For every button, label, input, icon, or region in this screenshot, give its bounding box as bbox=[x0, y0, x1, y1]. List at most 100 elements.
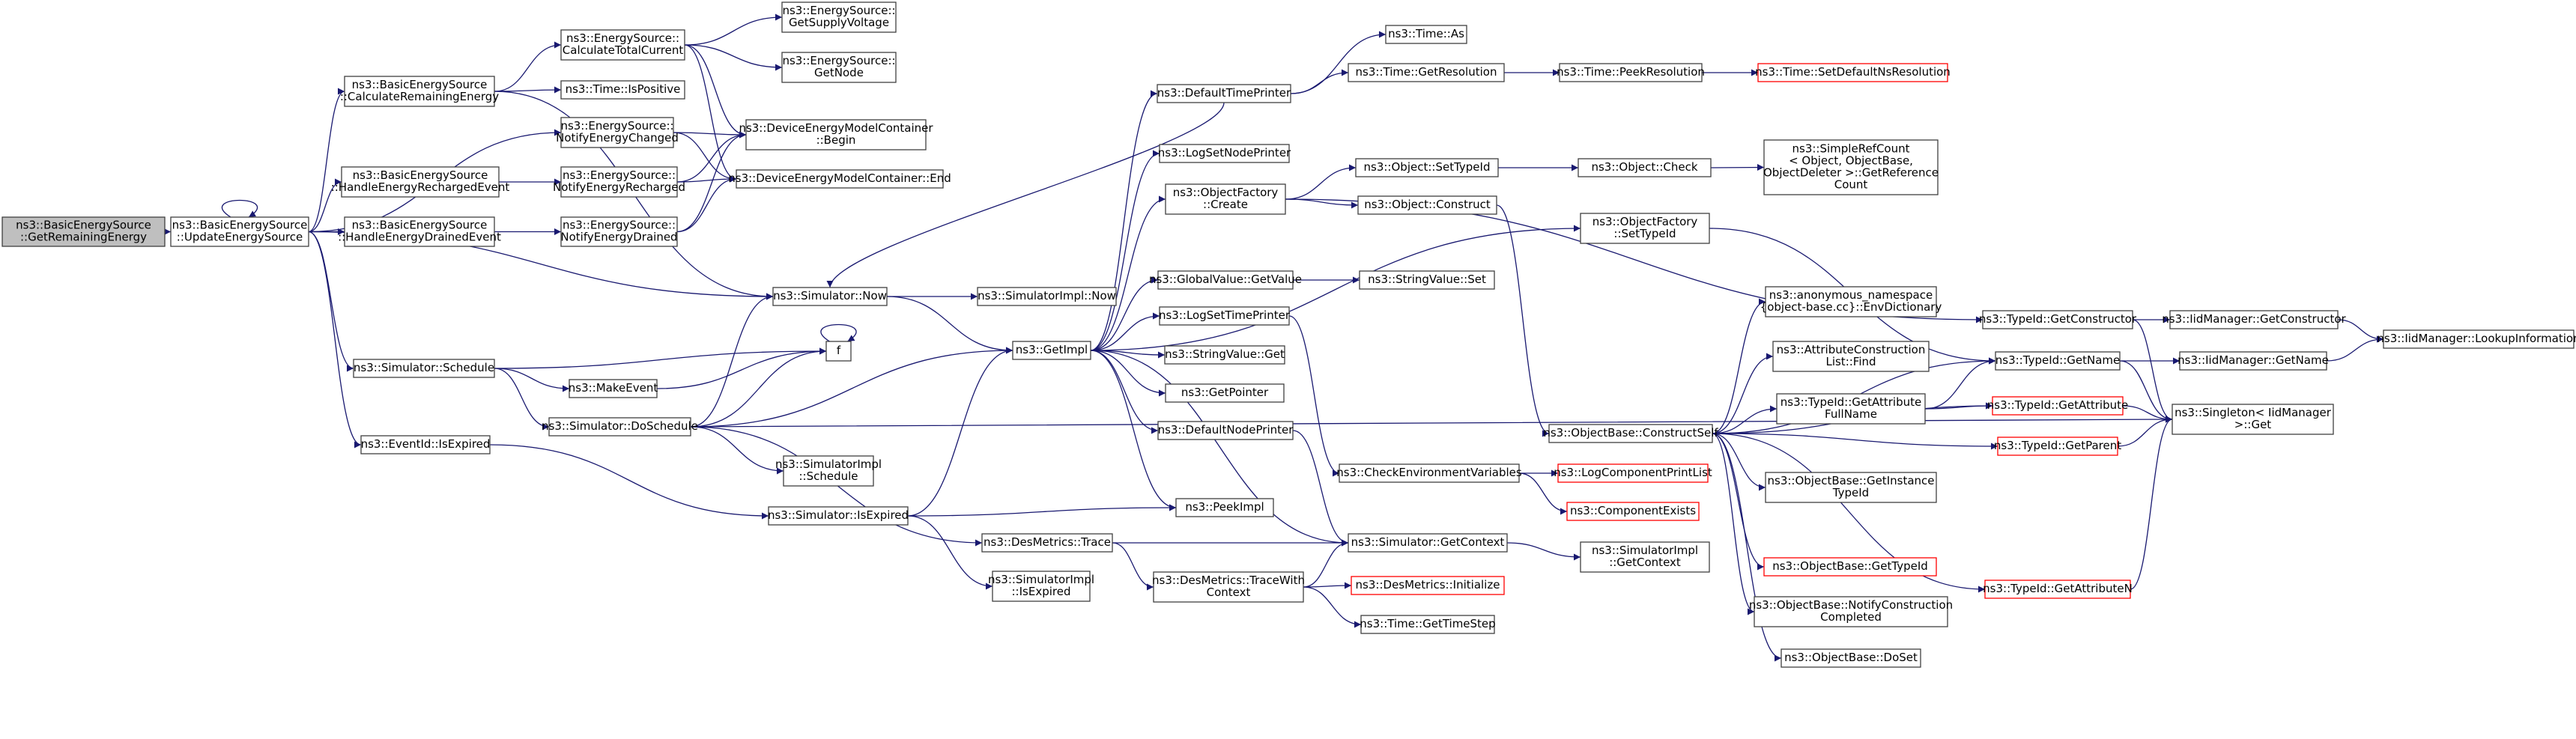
function-node[interactable]: ns3::Time::PeekResolution bbox=[1557, 63, 1705, 82]
function-node[interactable]: ns3::SimpleRefCount< Object, ObjectBase,… bbox=[1763, 139, 1939, 195]
function-node[interactable]: ns3::DefaultTimePrinter bbox=[1157, 84, 1291, 103]
call-edge bbox=[1090, 350, 1177, 511]
function-node-label: ns3::DefaultTimePrinter bbox=[1157, 86, 1291, 100]
function-node[interactable]: ns3::IidManager::LookupInformation bbox=[2377, 329, 2576, 349]
function-node[interactable]: ns3::ObjectBase::NotifyConstructionCompl… bbox=[1749, 596, 1953, 627]
function-node[interactable]: ns3::TypeId::GetParent bbox=[1994, 437, 2121, 456]
function-node[interactable]: ns3::SimulatorImpl::Now bbox=[977, 287, 1117, 306]
function-node[interactable]: ns3::EnergySource::NotifyEnergyRecharged bbox=[553, 166, 685, 198]
function-node-label: ns3::LogSetNodePrinter bbox=[1158, 146, 1291, 159]
function-node[interactable]: ns3::TypeId::GetAttribute bbox=[1987, 396, 2128, 416]
function-node[interactable]: ns3::IidManager::GetName bbox=[2178, 351, 2329, 371]
function-node[interactable]: ns3::ObjectBase::DoSet bbox=[1781, 648, 1921, 668]
function-node[interactable]: ns3::Simulator::Now bbox=[772, 287, 888, 306]
function-node[interactable]: ns3::LogSetNodePrinter bbox=[1158, 144, 1291, 163]
function-node[interactable]: ns3::LogSetTimePrinter bbox=[1159, 306, 1291, 326]
call-edge bbox=[308, 231, 362, 448]
function-node[interactable]: ns3::SimulatorImpl::GetContext bbox=[1580, 541, 1710, 573]
function-node[interactable]: ns3::Simulator::Schedule bbox=[353, 359, 495, 378]
function-node[interactable]: ns3::ObjectFactory::SetTypeId bbox=[1580, 213, 1710, 244]
function-node[interactable]: ns3::TypeId::GetAttributeN bbox=[1983, 580, 2133, 599]
function-node[interactable]: ns3::EnergySource::NotifyEnergyChanged bbox=[556, 117, 679, 148]
function-node[interactable]: ns3::PeekImpl bbox=[1175, 498, 1274, 517]
function-node[interactable]: ns3::EventId::IsExpired bbox=[360, 435, 491, 454]
function-node[interactable]: ns3::Time::SetDefaultNsResolution bbox=[1755, 63, 1951, 82]
function-node[interactable]: ns3::CheckEnvironmentVariables bbox=[1336, 463, 1522, 483]
function-node[interactable]: ns3::ObjectBase::ConstructSelf bbox=[1543, 424, 1718, 443]
function-node[interactable]: ns3::DesMetrics::Trace bbox=[981, 533, 1113, 553]
function-node-label: ns3::ObjectBase::GetTypeId bbox=[1772, 559, 1928, 573]
call-edge bbox=[1090, 350, 1166, 397]
function-node[interactable]: ns3::GetPointer bbox=[1165, 383, 1285, 403]
function-node[interactable]: ns3::MakeEvent bbox=[569, 379, 658, 398]
function-node[interactable]: f bbox=[825, 341, 852, 362]
function-node[interactable]: ns3::Simulator::GetContext bbox=[1348, 533, 1508, 553]
function-node-box bbox=[1339, 463, 1520, 483]
function-node-box bbox=[1385, 25, 1467, 44]
function-node-box bbox=[781, 52, 897, 83]
function-node[interactable]: ns3::DefaultNodePrinter bbox=[1157, 421, 1294, 440]
call-edge bbox=[1090, 150, 1160, 351]
function-node-box bbox=[1763, 139, 1939, 195]
function-node-label: ns3::IidManager::LookupInformation bbox=[2377, 332, 2576, 345]
function-node[interactable]: ns3::ObjectBase::GetTypeId bbox=[1763, 557, 1937, 577]
function-node[interactable]: ns3::EnergySource::CalculateTotalCurrent bbox=[560, 29, 685, 61]
function-node-label: Count bbox=[1834, 178, 1868, 192]
call-edge bbox=[1303, 582, 1352, 589]
function-node-box bbox=[560, 166, 678, 198]
function-node[interactable]: ns3::BasicEnergySource::HandleEnergyRech… bbox=[331, 166, 510, 198]
function-node-box bbox=[1360, 615, 1495, 634]
function-node[interactable]: ns3::DesMetrics::Initialize bbox=[1351, 576, 1505, 595]
function-node[interactable]: ns3::GetImpl bbox=[1012, 341, 1091, 360]
function-node-label: ns3::EventId::IsExpired bbox=[361, 437, 491, 451]
function-node[interactable]: ns3::Time::IsPositive bbox=[560, 80, 685, 100]
function-node[interactable]: ns3::EnergySource::GetNode bbox=[781, 52, 897, 83]
function-node-label: ns3::ObjectFactory bbox=[1173, 186, 1279, 199]
function-node[interactable]: ns3::StringValue::Set bbox=[1359, 270, 1495, 290]
function-node-box bbox=[344, 76, 495, 107]
function-node-label: ns3::StringValue::Get bbox=[1165, 347, 1285, 361]
function-node[interactable]: ns3::Simulator::IsExpired bbox=[768, 506, 909, 526]
function-node[interactable]: ns3::BasicEnergySource::UpdateEnergySour… bbox=[170, 216, 309, 247]
function-node[interactable]: ns3::anonymous_namespace{object-base.cc}… bbox=[1760, 286, 1942, 317]
function-node-label: ns3::IidManager::GetName bbox=[2178, 353, 2329, 367]
function-node[interactable]: ns3::Object::Check bbox=[1578, 158, 1712, 177]
function-node-label: ns3::Singleton< IidManager bbox=[2175, 406, 2332, 419]
function-node[interactable]: ns3::SimulatorImpl::IsExpired bbox=[988, 571, 1094, 602]
function-node[interactable]: ns3::Object::SetTypeId bbox=[1355, 158, 1499, 177]
function-node[interactable]: ns3::Singleton< IidManager >::Get bbox=[2172, 404, 2334, 435]
function-node[interactable]: ns3::Time::As bbox=[1385, 25, 1467, 44]
function-node-box bbox=[1157, 84, 1291, 103]
function-node-label: ns3::SimulatorImpl bbox=[775, 457, 882, 471]
function-node[interactable]: ns3::LogComponentPrintList bbox=[1554, 463, 1712, 483]
function-node[interactable]: ns3::TypeId::GetName bbox=[1995, 351, 2121, 371]
function-node[interactable]: ns3::StringValue::Get bbox=[1164, 345, 1285, 365]
function-node[interactable]: ns3::Time::GetResolution bbox=[1348, 63, 1505, 82]
function-node-label: ns3::SimulatorImpl::Now bbox=[978, 289, 1116, 302]
function-node[interactable]: ns3::BasicEnergySource::HandleEnergyDrai… bbox=[338, 216, 501, 247]
function-node[interactable]: ns3::ComponentExists bbox=[1566, 502, 1700, 521]
function-node[interactable]: ns3::BasicEnergySource::GetRemainingEner… bbox=[1, 216, 166, 247]
function-node[interactable]: ns3::DeviceEnergyModelContainer::End bbox=[728, 169, 951, 189]
call-edge bbox=[1090, 312, 1160, 351]
function-node[interactable]: ns3::SimulatorImpl::Schedule bbox=[775, 455, 882, 487]
function-node[interactable]: ns3::EnergySource::GetSupplyVoltage bbox=[781, 1, 897, 33]
function-node[interactable]: ns3::GlobalValue::GetValue bbox=[1149, 270, 1302, 290]
function-node-label: ns3::SimulatorImpl bbox=[988, 573, 1094, 586]
function-node[interactable]: ns3::EnergySource::NotifyEnergyDrained bbox=[560, 216, 678, 247]
function-node[interactable]: ns3::BasicEnergySource::CalculateRemaini… bbox=[340, 76, 499, 107]
function-node[interactable]: ns3::DeviceEnergyModelContainer::Begin bbox=[739, 119, 933, 150]
function-node[interactable]: ns3::IidManager::GetConstructor bbox=[2162, 310, 2347, 329]
function-node[interactable]: ns3::ObjectFactory::Create bbox=[1165, 183, 1286, 215]
function-node[interactable]: ns3::TypeId::GetConstructor bbox=[1979, 310, 2137, 329]
function-node[interactable]: ns3::Object::Construct bbox=[1357, 195, 1497, 215]
function-node-label: ns3::ObjectBase::ConstructSelf bbox=[1543, 426, 1718, 440]
function-node-label: ns3::Object::Construct bbox=[1364, 198, 1491, 211]
function-node-box bbox=[560, 216, 678, 247]
function-node[interactable]: ns3::Simulator::DoSchedule bbox=[542, 417, 698, 437]
function-node[interactable]: ns3::Time::GetTimeStep bbox=[1360, 615, 1496, 634]
